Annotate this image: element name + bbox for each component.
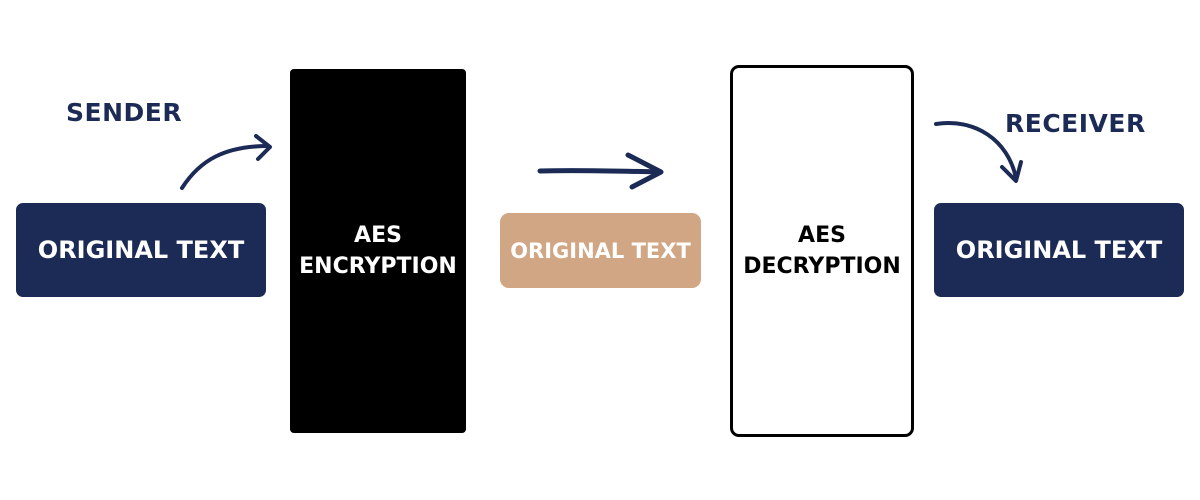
sender-label: SENDER [66,98,183,127]
sender-original-text-label: ORIGINAL TEXT [37,236,245,264]
encryption-line1: AES [354,223,402,248]
receiver-original-text-box: ORIGINAL TEXT [934,203,1184,297]
aes-encryption-block: AES ENCRYPTION [290,69,466,433]
transmitted-original-text-box: ORIGINAL TEXT [500,213,701,288]
sender-original-text-box: ORIGINAL TEXT [16,203,266,297]
receiver-label: RECEIVER [1005,109,1146,138]
aes-decryption-block: AES DECRYPTION [730,65,914,437]
encryption-line2: ENCRYPTION [299,254,457,279]
receiver-original-text-label: ORIGINAL TEXT [955,236,1163,264]
transmitted-original-text-label: ORIGINAL TEXT [510,238,691,263]
decryption-line2: DECRYPTION [743,254,901,279]
decryption-line1: AES [798,223,846,248]
